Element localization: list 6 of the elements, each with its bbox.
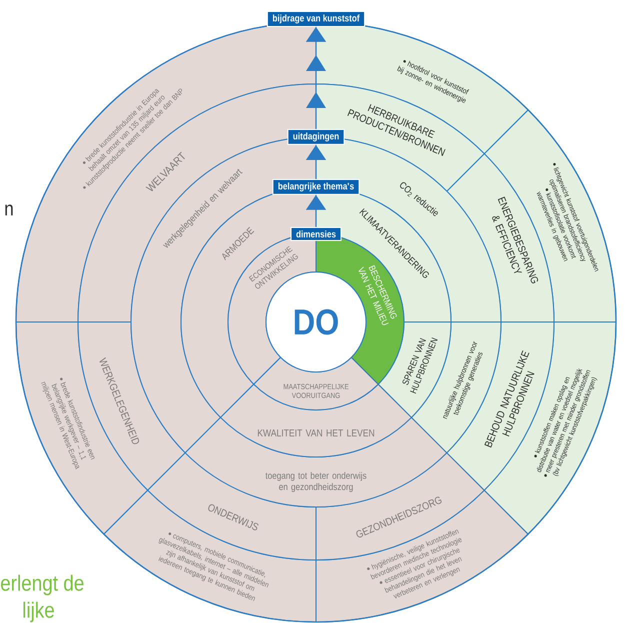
tag-label: belangrijke thema's <box>272 179 360 195</box>
text-fragment: erlengt de <box>1 574 84 596</box>
tag-label: bijdrage van kunststof <box>266 11 366 27</box>
tag-label: uitdagingen <box>287 129 345 145</box>
tag-label: dimensies <box>290 227 342 241</box>
text-fragment: lijke <box>23 602 54 622</box>
